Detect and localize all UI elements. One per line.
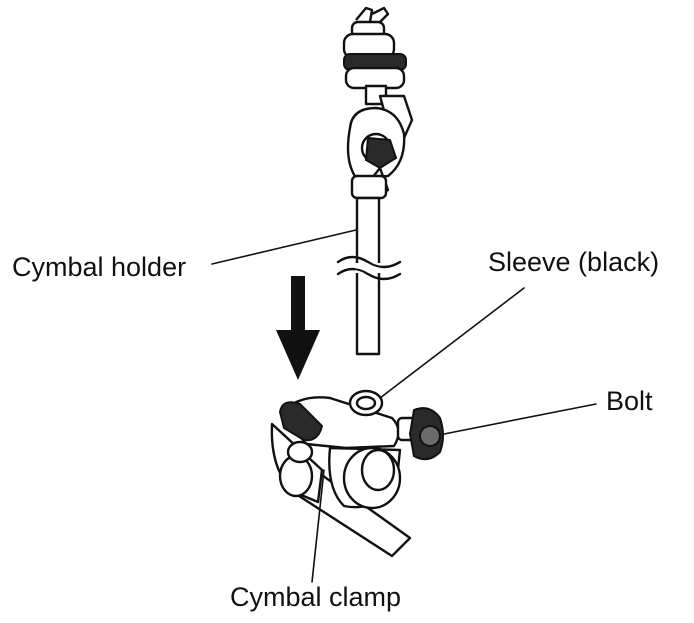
cymbal-holder xyxy=(336,6,414,356)
cymbal-clamp xyxy=(270,389,444,558)
sleeve-label: Sleeve (black) xyxy=(488,247,660,277)
cymbal-clamp-label: Cymbal clamp xyxy=(230,582,402,612)
cymbal-holder-label: Cymbal holder xyxy=(12,252,187,282)
sleeve-leader-line xyxy=(379,287,525,399)
cymbal-holder-leader-line xyxy=(211,229,357,265)
bolt-label: Bolt xyxy=(606,386,653,416)
bolt-leader-line xyxy=(443,403,597,435)
cymbal-clamp-leader-line xyxy=(311,469,325,583)
down-arrow-icon xyxy=(276,276,320,380)
